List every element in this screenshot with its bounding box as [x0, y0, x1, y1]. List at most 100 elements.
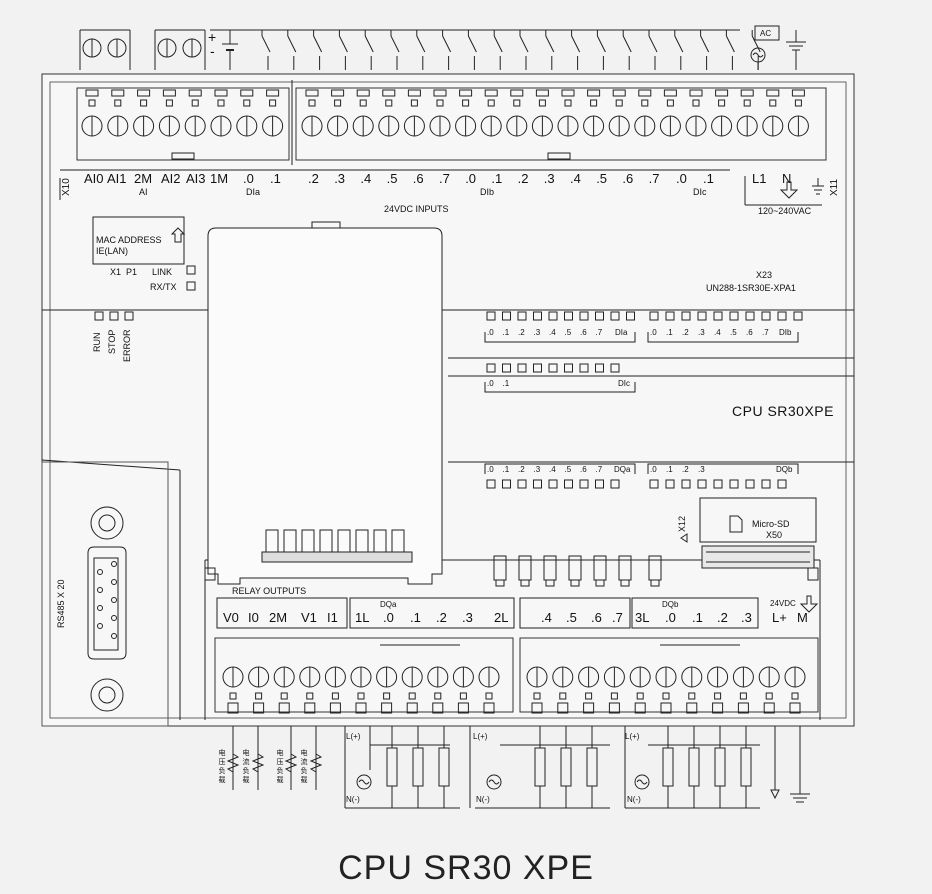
run-label: RUN	[92, 332, 102, 353]
dib-led-label: .4	[714, 328, 721, 337]
dia-group-label: DIa	[246, 187, 261, 197]
bottom-wiring	[226, 726, 810, 809]
ai-terminal-label: AI1	[107, 171, 127, 186]
line-plus-label-2: L(+)	[473, 732, 488, 741]
part-number-label: UN288-1SR30E-XPA1	[706, 283, 796, 293]
center-cover	[207, 221, 443, 585]
dqb-terminal-label: .2	[717, 610, 728, 625]
dib-terminal-label: .1	[491, 171, 503, 186]
current-load-label: 电	[300, 750, 308, 757]
supply-minus-label: -	[210, 43, 215, 59]
ai-terminal-label: AI3	[186, 171, 206, 186]
voltage-load-label: 负	[218, 768, 226, 775]
dqa-led-group: DQa	[614, 465, 631, 474]
top-terminal-blocks	[59, 80, 827, 206]
plc-enclosure	[41, 73, 855, 727]
dqa-group-label: DQa	[380, 600, 397, 609]
dqa-terminal-label: .7	[612, 610, 623, 625]
dib-terminal-label: .4	[360, 171, 372, 186]
dic-led-label: .1	[502, 379, 510, 388]
dqa-terminal-label: .4	[541, 610, 552, 625]
dic-led-group: DIc	[618, 379, 630, 388]
dia-led-label: .2	[518, 328, 525, 337]
ai-terminal-label: AI2	[161, 171, 181, 186]
dib-terminal-label: .0	[465, 171, 477, 186]
current-load-label: 负	[242, 768, 250, 775]
dqb-terminal-label: .1	[692, 610, 703, 625]
dib-terminal-label: .7	[648, 171, 660, 186]
status-leds	[94, 311, 134, 321]
ai-terminal-label: 1M	[210, 171, 229, 186]
ai-terminal-label: AI0	[84, 171, 104, 186]
voltage-load-label: 载	[218, 777, 226, 784]
dqa-led-label: .3	[533, 465, 541, 474]
voltage-load-label: 电	[218, 750, 226, 757]
microsd-line1: Micro-SD	[752, 519, 790, 529]
voltage-load-label: 负	[276, 768, 284, 775]
dib-group-label: DIb	[480, 187, 495, 197]
dia-led-label: .1	[502, 328, 510, 337]
supply-plus-label: +	[208, 29, 217, 45]
analog-sensor-symbols	[79, 30, 206, 70]
model-name: CPU SR30XPE	[732, 403, 834, 419]
dia-terminal-label: .0	[243, 171, 254, 186]
supply24-terminal-label: L+	[772, 610, 787, 625]
dqa-led-label: .2	[518, 465, 525, 474]
rs485-connector	[41, 461, 169, 727]
dqb-terminal-label: .0	[665, 610, 676, 625]
voltage-load-label: 压	[276, 759, 284, 766]
dib-terminal-label: .4	[570, 171, 581, 186]
dqa-led-label: .1	[502, 465, 510, 474]
dib-terminal-label: .3	[543, 171, 555, 186]
power-arrow-icon	[779, 181, 799, 199]
ai-group-label: AI	[139, 187, 148, 197]
voltage-load-label: 压	[218, 759, 226, 766]
supply24-terminal-label: M	[797, 610, 808, 625]
dib-led-group: DIb	[779, 328, 792, 337]
dqb-led-label: .3	[698, 465, 705, 474]
voltage-load-label: 载	[276, 777, 284, 784]
dqa-led-label: .0	[487, 465, 494, 474]
x12-arrow-icon	[680, 533, 688, 543]
dib-terminal-label: .5	[596, 171, 608, 186]
dia-led-label: .7	[595, 328, 603, 337]
relay-outputs-caption: RELAY OUTPUTS	[232, 586, 307, 596]
dqa-terminal-label: 1L	[355, 610, 370, 625]
dqa-terminal-label: .5	[566, 610, 577, 625]
current-load-label: 流	[300, 759, 308, 766]
dqb-led-label: .0	[650, 465, 657, 474]
figure-caption: CPU SR30 XPE	[338, 849, 594, 887]
dib-led-label: .3	[698, 328, 705, 337]
input-switches	[261, 30, 761, 70]
mac-address-line1: MAC ADDRESS	[96, 235, 162, 245]
dic-group-label: DIc	[693, 187, 707, 197]
dib-terminal-label: .2	[308, 171, 319, 186]
dib-terminal-label: .6	[412, 171, 424, 186]
ac-source-symbol	[750, 25, 780, 70]
current-load-label: 载	[242, 777, 250, 784]
ai-terminal-label: 2M	[134, 171, 153, 186]
line-minus-label-1: N(-)	[346, 795, 360, 804]
mac-address-line2: IE(LAN)	[96, 246, 129, 256]
dib-terminal-label: .5	[386, 171, 398, 186]
x10-label: X10	[61, 178, 72, 196]
dib-led-label: .1	[666, 328, 673, 337]
current-load-label: 负	[300, 768, 308, 775]
rs485-label: RS485 X 20	[56, 579, 66, 628]
dib-terminal-label: .7	[439, 171, 450, 186]
dia-led-label: .4	[549, 328, 556, 337]
dqb-led-group: DQb	[776, 465, 793, 474]
dqa-terminal-label: 2L	[494, 610, 509, 625]
dic-terminal-label: .0	[676, 171, 687, 186]
link-label: LINK	[152, 267, 173, 277]
dic-terminal-label: .1	[703, 171, 714, 186]
dqa-led-label: .4	[549, 465, 556, 474]
dia-terminal-label: .1	[270, 171, 281, 186]
power-caption: 120~240VAC	[758, 206, 812, 216]
relay-latches	[204, 555, 819, 587]
dqa-terminal-label: .6	[591, 610, 602, 625]
bottom-terminal-screws	[222, 666, 806, 714]
analog-output-terminal-label: I1	[327, 610, 338, 625]
x11-label: X11	[829, 178, 840, 196]
